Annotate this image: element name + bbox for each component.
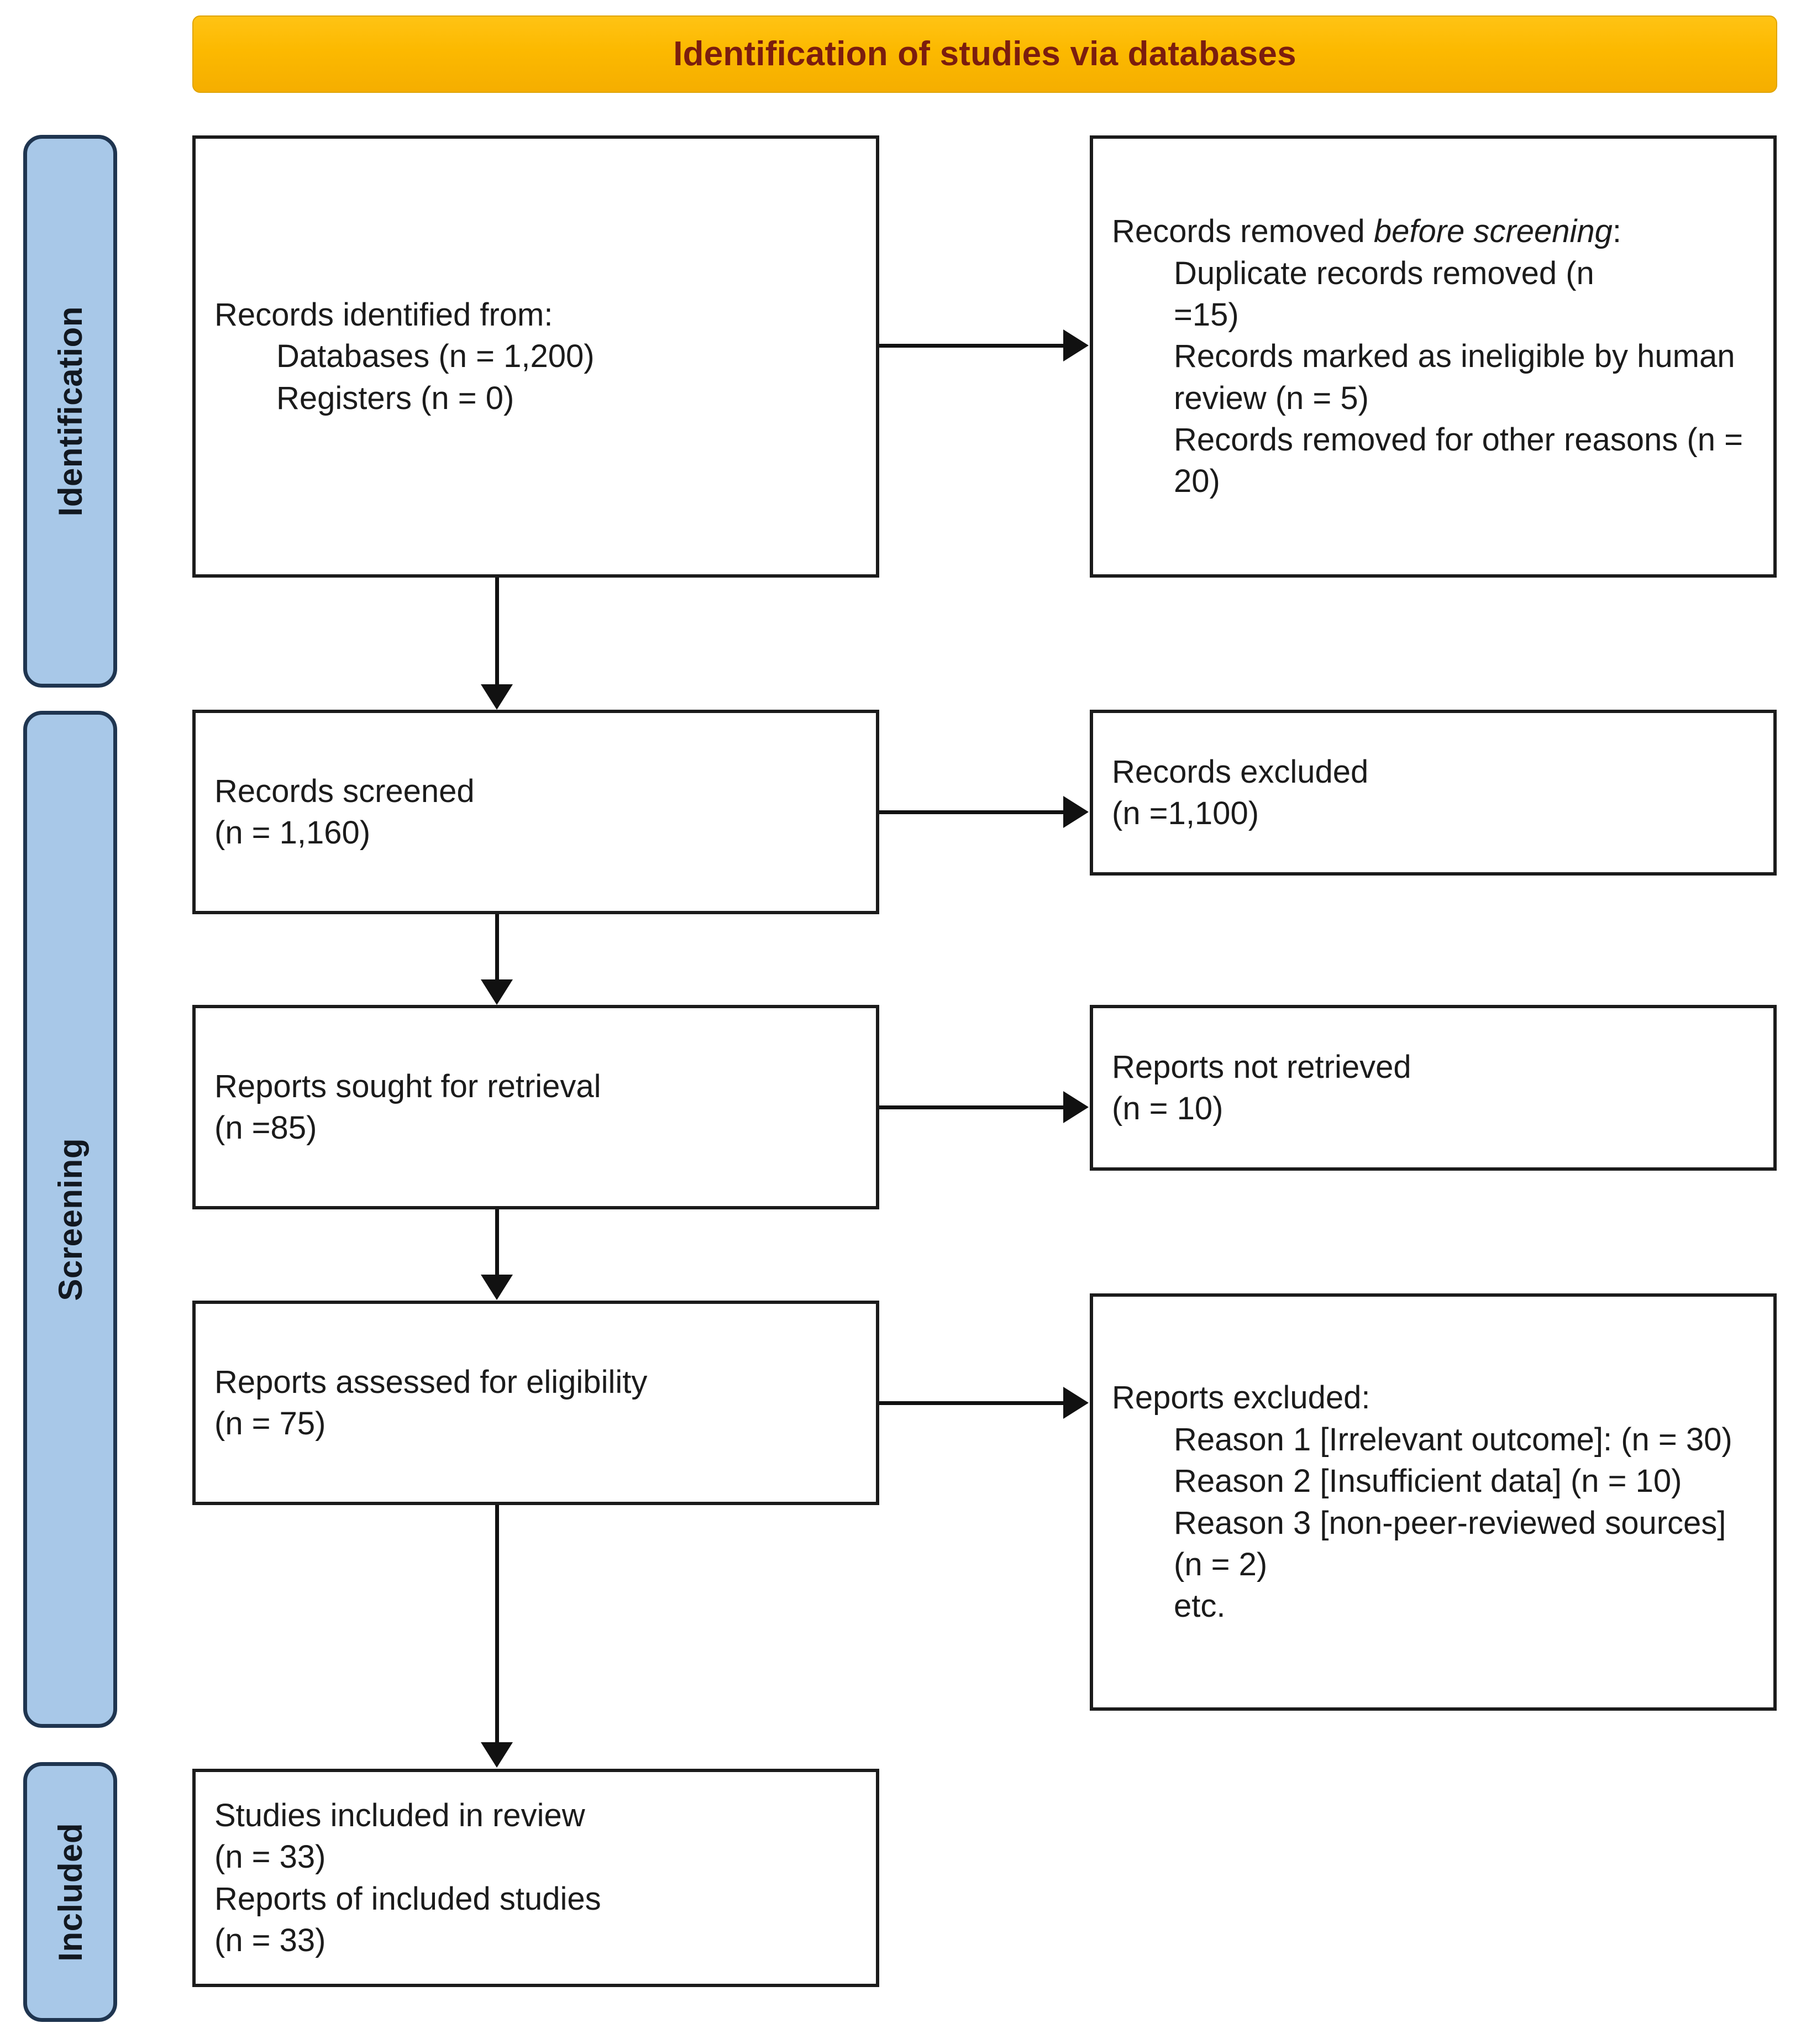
- box-reports-sought-for-retrieval: Reports sought for retrieval (n =85): [192, 1005, 879, 1209]
- records-removed-title-prefix: Records removed: [1112, 213, 1374, 250]
- reports-excluded-etc: etc.: [1174, 1588, 1226, 1624]
- connector-screened-to-sought: [495, 914, 499, 981]
- connector-sought-to-not-retrieved: [879, 1105, 1064, 1109]
- connector-screened-to-excluded: [879, 810, 1064, 814]
- records-screened-label: Records screened: [214, 773, 475, 809]
- reports-excluded-reason-1: Reason 1 [Irrelevant outcome]: (n = 30): [1174, 1421, 1732, 1458]
- box-studies-included: Studies included in review (n = 33) Repo…: [192, 1769, 879, 1987]
- arrowhead-screened-to-excluded: [1063, 796, 1089, 828]
- diagram-title: Identification of studies via databases: [673, 34, 1296, 73]
- arrowhead-identified-to-removed: [1063, 329, 1089, 361]
- box-reports-excluded-reasons: Reports excluded: Reason 1 [Irrelevant o…: [1090, 1293, 1777, 1711]
- records-screened-count: (n = 1,160): [214, 815, 371, 851]
- records-identified-databases: Databases (n = 1,200): [276, 338, 595, 375]
- connector-identified-to-removed: [879, 344, 1064, 348]
- reports-of-included-label: Reports of included studies: [214, 1880, 601, 1917]
- reports-excluded-title: Reports excluded:: [1112, 1380, 1371, 1416]
- stage-pill-included: Included: [23, 1762, 117, 2022]
- arrowhead-sought-to-not-retrieved: [1063, 1091, 1089, 1123]
- reports-of-included-count: (n = 33): [214, 1922, 326, 1958]
- arrowhead-sought-to-assessed: [481, 1275, 513, 1300]
- diagram-header-banner: Identification of studies via databases: [192, 15, 1777, 93]
- stage-label-screening: Screening: [51, 1138, 89, 1301]
- records-removed-duplicates: Duplicate records removed (n =15): [1174, 255, 1594, 333]
- reports-sought-count: (n =85): [214, 1110, 317, 1146]
- records-removed-title: Records removed before screening:: [1112, 211, 1755, 252]
- arrowhead-assessed-to-included: [481, 1742, 513, 1768]
- reports-not-retrieved-count: (n = 10): [1112, 1091, 1224, 1126]
- arrowhead-screened-to-sought: [481, 979, 513, 1005]
- box-records-removed-before-screening: Records removed before screening: Duplic…: [1090, 135, 1777, 578]
- reports-sought-label: Reports sought for retrieval: [214, 1068, 601, 1104]
- records-removed-title-italic: before screening: [1373, 213, 1613, 250]
- reports-assessed-count: (n = 75): [214, 1406, 326, 1442]
- connector-assessed-to-reports-excluded: [879, 1401, 1064, 1405]
- box-reports-assessed-for-eligibility: Reports assessed for eligibility (n = 75…: [192, 1301, 879, 1505]
- connector-identified-to-screened: [495, 578, 499, 686]
- box-records-excluded: Records excluded (n =1,100): [1090, 710, 1777, 876]
- connector-sought-to-assessed: [495, 1209, 499, 1276]
- stage-pill-screening: Screening: [23, 711, 117, 1728]
- reports-not-retrieved-label: Reports not retrieved: [1112, 1049, 1411, 1085]
- records-excluded-label: Records excluded: [1112, 753, 1369, 790]
- reports-excluded-reason-2: Reason 2 [Insufficient data] (n = 10): [1174, 1463, 1682, 1500]
- records-identified-title: Records identified from:: [214, 296, 553, 333]
- records-identified-registers: Registers (n = 0): [276, 380, 514, 416]
- stage-pill-identification: Identification: [23, 135, 117, 688]
- box-records-identified: Records identified from: Databases (n = …: [192, 135, 879, 578]
- reports-assessed-label: Reports assessed for eligibility: [214, 1364, 648, 1400]
- reports-excluded-reason-3: Reason 3 [non-peer-reviewed sources] (n …: [1174, 1505, 1735, 1582]
- box-reports-not-retrieved: Reports not retrieved (n = 10): [1090, 1005, 1777, 1171]
- records-removed-ineligible: Records marked as ineligible by human re…: [1174, 338, 1744, 416]
- records-excluded-count: (n =1,100): [1112, 795, 1259, 831]
- connector-assessed-to-included: [495, 1505, 499, 1743]
- records-removed-title-suffix: :: [1612, 213, 1622, 250]
- records-removed-other: Records removed for other reasons (n = 2…: [1174, 422, 1752, 500]
- stage-label-identification: Identification: [51, 306, 89, 517]
- arrowhead-assessed-to-reports-excluded: [1063, 1387, 1089, 1419]
- arrowhead-identified-to-screened: [481, 684, 513, 710]
- stage-label-included: Included: [51, 1822, 89, 1962]
- studies-included-label: Studies included in review: [214, 1797, 585, 1833]
- studies-included-count: (n = 33): [214, 1839, 326, 1875]
- box-records-screened: Records screened (n = 1,160): [192, 710, 879, 914]
